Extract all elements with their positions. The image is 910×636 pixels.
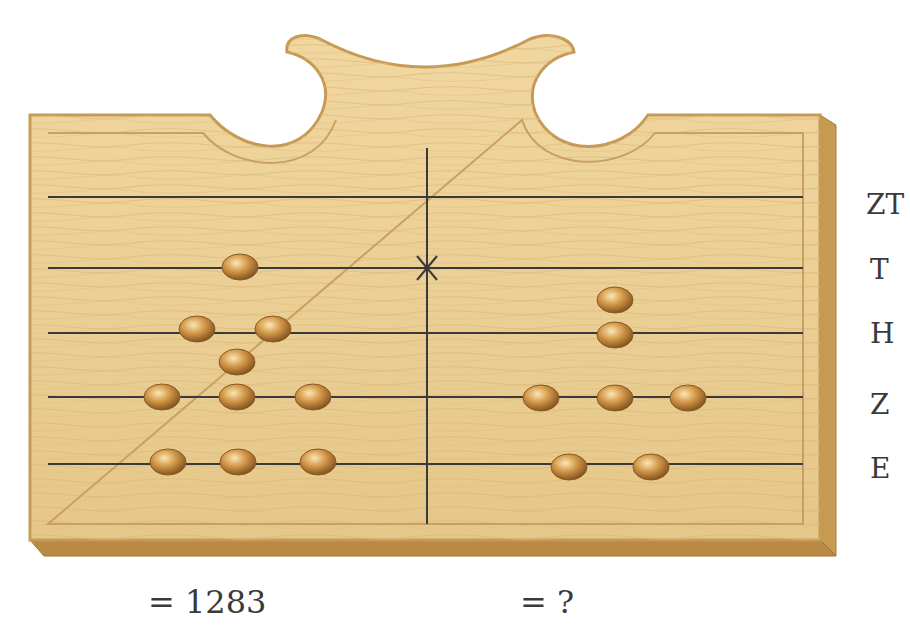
row-label: ZT — [866, 191, 904, 219]
row-label: E — [870, 455, 890, 483]
row-label: Z — [870, 391, 889, 419]
row-label: H — [870, 320, 894, 348]
row-label: T — [870, 256, 889, 284]
result-value: = 1283 — [148, 586, 266, 618]
result-value: = ? — [520, 586, 574, 618]
